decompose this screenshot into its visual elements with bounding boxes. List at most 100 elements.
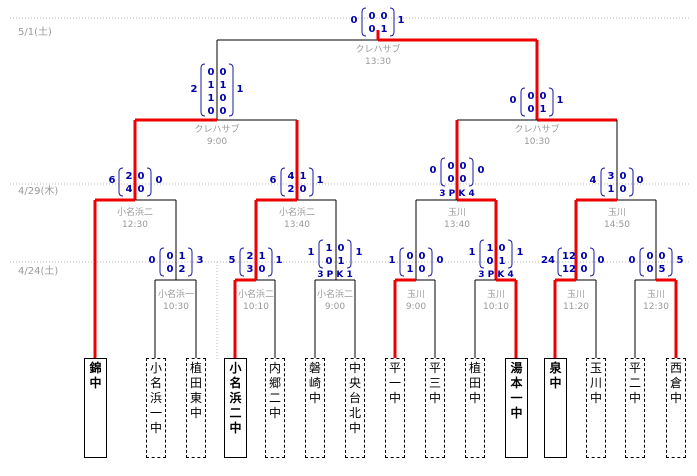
total-score-right: 0 xyxy=(478,165,485,176)
score-bracket-right xyxy=(228,63,234,117)
team-name-char: 名 xyxy=(149,376,162,390)
score-bracket-left xyxy=(318,239,324,269)
team-name-char: 一 xyxy=(510,391,523,405)
team-box[interactable]: 西 倉 中 xyxy=(666,358,686,458)
score-round1-d: 1 0 0 1 0 0 xyxy=(389,247,444,277)
half-score: 12 xyxy=(562,264,576,275)
half-score: 0 xyxy=(620,171,627,182)
half-score: 1 xyxy=(208,80,215,91)
team-box[interactable]: 平 二 中 xyxy=(625,358,645,458)
team-box[interactable]: 玉 川 中 xyxy=(586,358,606,458)
team-box[interactable]: 泉 中 xyxy=(544,358,567,458)
team-box[interactable]: 湯 本 一 中 xyxy=(505,358,528,458)
total-score-left: 0 xyxy=(510,95,517,106)
score-bracket-right xyxy=(187,247,193,277)
team-box[interactable]: 植 田 東 中 xyxy=(186,358,206,458)
score-bracket-left xyxy=(118,167,124,197)
score-round1-b: 5 2 1 3 0 1 xyxy=(229,247,283,277)
venue-label: 小名浜一 xyxy=(158,288,194,300)
half-score: 0 xyxy=(407,251,414,262)
team-name-char: 央 xyxy=(348,376,361,390)
half-score: 1 xyxy=(499,256,506,267)
score-bracket-right xyxy=(507,239,513,269)
half-score: 12 xyxy=(562,251,576,262)
total-score-left: 0 xyxy=(629,255,636,266)
team-name-char: 中 xyxy=(388,391,401,405)
team-name-char: 中 xyxy=(510,406,523,420)
time-label: 9:00 xyxy=(325,302,345,312)
score-quarterfinal-4: 4 3 0 1 0 0 xyxy=(590,167,644,197)
venue-label: 玉川 xyxy=(608,207,626,218)
total-score-right: 0 xyxy=(437,255,444,266)
half-score: 0 xyxy=(460,174,467,185)
half-score: 1 xyxy=(381,24,388,35)
score-bracket-left xyxy=(361,7,367,37)
team-name-char: 中 xyxy=(189,406,202,420)
team-name-char: 一 xyxy=(149,406,162,420)
half-score: 4 xyxy=(288,171,295,182)
score-quarterfinal-1: 6 2 0 4 0 0 xyxy=(109,167,163,197)
team-name-char: 中 xyxy=(468,391,481,405)
team-name-char: 二 xyxy=(229,406,242,420)
team-box[interactable]: 小 名 浜 二 中 xyxy=(224,358,247,458)
half-score: 0 xyxy=(540,91,547,102)
score-bracket-left xyxy=(600,167,606,197)
team-box[interactable]: 平 一 中 xyxy=(385,358,405,458)
venue-label: クレハサブ xyxy=(194,123,239,135)
team-name-char: 郷 xyxy=(268,376,281,390)
half-score: 0 xyxy=(528,104,535,115)
half-score: 0 xyxy=(581,251,588,262)
team-name-char: 中 xyxy=(308,391,321,405)
total-score-left: 5 xyxy=(229,255,236,266)
team-name-char: 中 xyxy=(428,391,441,405)
date-label-final: 5/1(土) xyxy=(18,25,52,38)
team-name-char: 田 xyxy=(468,376,481,390)
half-score: 0 xyxy=(326,256,333,267)
half-score: 0 xyxy=(369,24,376,35)
half-score: 0 xyxy=(381,11,388,22)
score-bracket-left xyxy=(520,87,526,117)
half-score: 2 xyxy=(247,251,254,262)
team-box[interactable]: 中 央 台 北 中 xyxy=(345,358,365,458)
team-box[interactable]: 植 田 中 xyxy=(465,358,485,458)
score-bracket-right xyxy=(548,87,554,117)
team-name-char: 北 xyxy=(348,406,361,420)
team-name-char: 二 xyxy=(268,391,281,405)
score-bracket-right xyxy=(346,239,352,269)
half-score: 0 xyxy=(208,67,215,78)
total-score-left: 4 xyxy=(590,175,597,186)
half-score: 3 xyxy=(608,171,615,182)
team-box[interactable]: 錦 中 xyxy=(84,358,107,458)
team-box[interactable]: 平 三 中 xyxy=(425,358,445,458)
half-score: 2 xyxy=(126,171,133,182)
score-bracket-left xyxy=(639,247,645,277)
total-score-left: 24 xyxy=(541,255,555,266)
half-score: 0 xyxy=(300,184,307,195)
half-score: 0 xyxy=(647,251,654,262)
score-final: 0 0 0 0 1 1 xyxy=(351,7,405,37)
half-score: 0 xyxy=(487,256,494,267)
venue-label: 玉川 xyxy=(567,289,585,300)
score-bracket-left xyxy=(159,247,165,277)
venue-label: 小名浜二 xyxy=(317,288,353,300)
venue-label: 玉川 xyxy=(647,289,665,300)
total-score-left: 6 xyxy=(109,175,116,186)
team-box[interactable]: 磐 崎 中 xyxy=(305,358,325,458)
team-box[interactable]: 小 名 浜 一 中 xyxy=(146,358,166,458)
time-label: 11:20 xyxy=(563,302,589,312)
half-score: 0 xyxy=(647,264,654,275)
team-name-char: 平 xyxy=(428,361,441,375)
venue-label: 小名浜二 xyxy=(117,206,153,218)
time-label: 13:40 xyxy=(284,220,310,230)
venue-label: 小名浜二 xyxy=(238,288,274,300)
team-name-char: 平 xyxy=(628,361,641,375)
venue-label: 玉川 xyxy=(487,289,505,300)
half-score: 0 xyxy=(220,93,227,104)
half-score: 0 xyxy=(528,91,535,102)
time-label: 12:30 xyxy=(643,302,669,312)
total-score-left: 2 xyxy=(191,84,198,95)
half-score: 2 xyxy=(179,264,186,275)
team-box[interactable]: 内 郷 二 中 xyxy=(265,358,285,458)
team-name-char: 川 xyxy=(589,376,602,390)
